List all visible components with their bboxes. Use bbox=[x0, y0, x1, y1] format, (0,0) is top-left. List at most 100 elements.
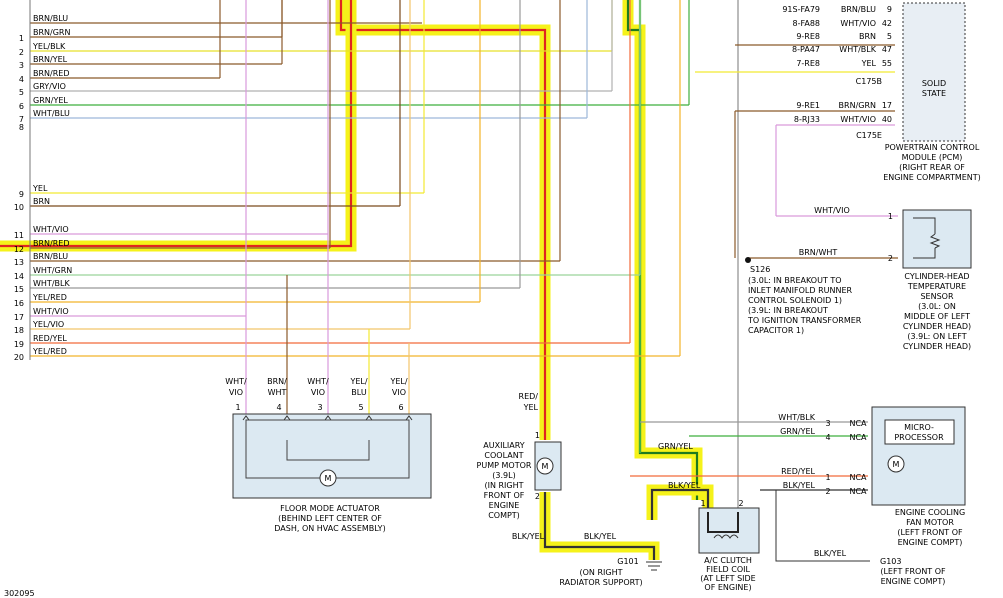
motor-label: M bbox=[542, 462, 549, 471]
wire-color-label: BRN/RED bbox=[33, 69, 70, 78]
wire-label: RED/ bbox=[519, 392, 539, 401]
nca-label: NCA bbox=[849, 473, 867, 482]
actuator-wire-label: WHT/ bbox=[225, 377, 247, 386]
pin-number: 5 bbox=[887, 32, 892, 41]
thermistor bbox=[913, 217, 936, 259]
pin-number: 20 bbox=[14, 353, 24, 362]
sensor-caption: CYLINDER HEAD) bbox=[903, 322, 971, 331]
blk-yel-ground-highlight bbox=[539, 492, 660, 560]
splice-caption: CONTROL SOLENOID 1) bbox=[748, 296, 842, 305]
pin-number: 2 bbox=[535, 492, 540, 501]
sensor-caption: (3.9L: ON LEFT bbox=[907, 332, 966, 341]
circuit-id: 8-PA47 bbox=[792, 45, 820, 54]
wire-label: BLK/YEL bbox=[584, 532, 617, 541]
ground-label: G101 bbox=[617, 557, 638, 566]
ground-wire bbox=[775, 490, 870, 562]
pin-number: 2 bbox=[738, 499, 743, 508]
pcm-caption: ENGINE COMPARTMENT) bbox=[883, 173, 981, 182]
circuit-id: 8-RJ33 bbox=[794, 115, 820, 124]
potentiometer bbox=[286, 440, 370, 461]
wire-label: GRN/YEL bbox=[658, 442, 693, 451]
blk-yel-clutch bbox=[650, 488, 710, 520]
pin-number: 2 bbox=[888, 254, 893, 263]
grn-yel-feed-highlight bbox=[622, 0, 703, 500]
clutch-coil bbox=[707, 512, 739, 533]
coil-symbol bbox=[713, 534, 739, 539]
wire-label: WHT/BLK bbox=[778, 413, 815, 422]
wire-label: BRN bbox=[859, 32, 876, 41]
wire-label: GRN/YEL bbox=[780, 427, 815, 436]
actuator-caption: FLOOR MODE ACTUATOR bbox=[280, 504, 380, 513]
fan-caption: ENGINE COOLING bbox=[895, 508, 965, 517]
actuator-wire-label: VIO bbox=[392, 388, 406, 397]
label-layer: BRN/BLUBRN/GRN1YEL/BLK2BRN/YEL3BRN/RED4G… bbox=[4, 5, 981, 598]
micro-label: MICRO- bbox=[904, 423, 934, 432]
motor-label: M bbox=[325, 474, 332, 483]
wire-color-label: RED/YEL bbox=[33, 334, 67, 343]
splice-label: S126 bbox=[750, 265, 770, 274]
pin-number: 9 bbox=[19, 190, 24, 199]
splice-dot bbox=[745, 257, 751, 263]
pcm-caption: POWERTRAIN CONTROL bbox=[885, 143, 980, 152]
wire-label: BRN/BLU bbox=[841, 5, 876, 14]
pcm-box bbox=[902, 2, 966, 142]
pin-number: 8 bbox=[19, 123, 24, 132]
ground-symbol bbox=[646, 561, 662, 571]
wire-color-label: YEL/RED bbox=[32, 347, 67, 356]
pcm-caption: MODULE (PCM) bbox=[902, 153, 963, 162]
circuit-id: 9-RE8 bbox=[796, 32, 820, 41]
circuit-id: 7-RE8 bbox=[796, 59, 820, 68]
ground-label: G103 bbox=[880, 557, 901, 566]
ground-caption: ENGINE COMPT) bbox=[881, 577, 946, 586]
pump-caption: FRONT OF bbox=[484, 491, 525, 500]
pin-number: 1 bbox=[700, 499, 705, 508]
pin-number: 12 bbox=[14, 245, 24, 254]
clutch-caption: OF ENGINE) bbox=[704, 583, 751, 592]
pump-caption: (3.9L) bbox=[492, 471, 515, 480]
pin-number: 1 bbox=[19, 34, 24, 43]
actuator-wire-label: BRN/ bbox=[267, 377, 287, 386]
pump-caption: COOLANT bbox=[484, 451, 523, 460]
wire-color-label: YEL/VIO bbox=[32, 320, 64, 329]
wire-label: BRN/WHT bbox=[799, 248, 838, 257]
splice-caption: TO IGNITION TRANSFORMER bbox=[747, 316, 862, 325]
wire-label: BLK/YEL bbox=[668, 481, 701, 490]
wire-color-label: GRN/YEL bbox=[33, 96, 68, 105]
splice-caption: CAPACITOR 1) bbox=[748, 326, 804, 335]
connector-label: C175B bbox=[856, 77, 882, 86]
wire-color-label: BRN/GRN bbox=[33, 28, 70, 37]
nca-label: NCA bbox=[849, 487, 867, 496]
pin-arrow bbox=[405, 415, 413, 421]
pin-number: 4 bbox=[19, 75, 24, 84]
wire-label: RED/YEL bbox=[781, 467, 815, 476]
clutch-caption: (AT LEFT SIDE bbox=[700, 574, 755, 583]
wire-color-label: WHT/VIO bbox=[33, 225, 69, 234]
wire-label: YEL bbox=[523, 403, 539, 412]
pin-number: 1 bbox=[535, 431, 540, 440]
red-yel-feed bbox=[339, 0, 547, 440]
pin-number: 6 bbox=[19, 102, 24, 111]
circuit-id: 9-RE1 bbox=[796, 101, 820, 110]
pin-number: 19 bbox=[14, 340, 24, 349]
wire-color-label: BRN/BLU bbox=[33, 252, 68, 261]
micro-label: PROCESSOR bbox=[894, 433, 944, 442]
clutch-caption: A/C CLUTCH bbox=[704, 556, 752, 565]
pin-number: 15 bbox=[14, 285, 24, 294]
motor-symbol bbox=[319, 469, 337, 487]
wire-label: BRN/GRN bbox=[839, 101, 876, 110]
nca-label: NCA bbox=[849, 419, 867, 428]
wire-layer bbox=[0, 0, 898, 562]
sensor-caption: (3.0L: ON bbox=[918, 302, 956, 311]
pin-number: 5 bbox=[19, 88, 24, 97]
wire-label: BLK/YEL bbox=[512, 532, 545, 541]
splice-caption: (3.0L: IN BREAKOUT TO bbox=[748, 276, 842, 285]
brn-red-feed bbox=[0, 0, 353, 248]
actuator-wire-label: WHT/ bbox=[307, 377, 329, 386]
pin-number: 3 bbox=[317, 403, 322, 412]
wire-color-label: WHT/BLK bbox=[33, 279, 70, 288]
pin-number: 2 bbox=[19, 48, 24, 57]
fan-caption: FAN MOTOR bbox=[906, 518, 954, 527]
wire-label: YEL bbox=[861, 59, 877, 68]
sensor-caption: CYLINDER-HEAD bbox=[904, 272, 969, 281]
fan-caption: ENGINE COMPT) bbox=[898, 538, 963, 547]
